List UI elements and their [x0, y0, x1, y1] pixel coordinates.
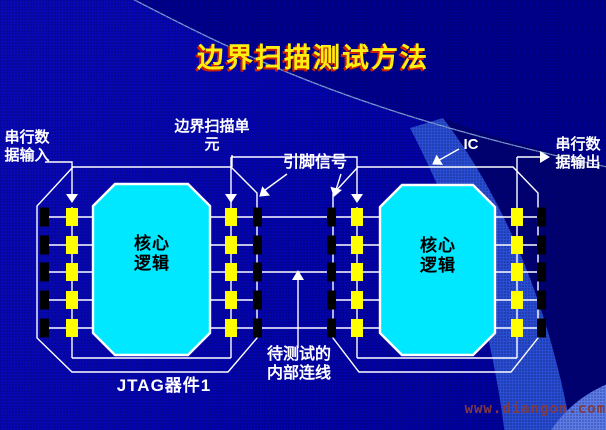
- under-test-line2: 内部连线: [266, 364, 331, 382]
- arrow-into-ic1-left-cell: [66, 194, 78, 203]
- serial-data-in-line2: 据输入: [4, 146, 50, 164]
- jtag-device-label: JTAG器件1: [116, 376, 212, 395]
- watermark: www.diangon.com: [464, 401, 606, 417]
- boundary-scan-cell: [225, 208, 237, 226]
- ic-pin: [253, 262, 262, 282]
- arrow-into-ic2-left-cell: [351, 194, 363, 203]
- boundary-scan-cell: [511, 291, 523, 309]
- ic-pin: [537, 290, 546, 310]
- ic-pin: [327, 235, 336, 255]
- boundary-scan-cell: [351, 319, 363, 337]
- pin-signal-label: 引脚信号: [282, 154, 347, 171]
- serial-data-out-line1: 串行数: [555, 136, 601, 153]
- ic-pin: [40, 235, 49, 255]
- under-test-label: 待测试的 内部连线: [258, 346, 340, 384]
- ic-pin: [327, 318, 336, 338]
- ic1-core-line2: 逻辑: [134, 254, 170, 274]
- arrow-serial-out: [540, 151, 550, 163]
- serial-data-in-line1: 串行数: [4, 129, 50, 146]
- background-curve-line: [133, 0, 606, 168]
- ic-pin: [327, 262, 336, 282]
- boundary-scan-cell: [351, 291, 363, 309]
- boundary-scan-cell: [225, 263, 237, 281]
- boundary-scan-cell: [66, 208, 78, 226]
- ic-pin: [327, 207, 336, 227]
- ic1-core: [91, 182, 212, 357]
- boundary-scan-cell: [66, 291, 78, 309]
- under-test-line1: 待测试的: [266, 346, 331, 363]
- background-top-right-wedge: [134, 0, 606, 167]
- ic-pin: [253, 207, 262, 227]
- background-corner-patch: [551, 384, 606, 430]
- boundary-scan-cell: [511, 208, 523, 226]
- slide-title: 边界扫描测试方法: [197, 43, 429, 73]
- ic2-core-line1: 核心: [420, 236, 456, 255]
- serial-in-line: [45, 161, 73, 199]
- boundary-scan-cell: [66, 263, 78, 281]
- ic-pin: [537, 235, 546, 255]
- ic-pin: [537, 262, 546, 282]
- boundary-scan-cell: [225, 319, 237, 337]
- ic-pin: [253, 235, 262, 255]
- boundary-scan-cell-line1: 边界扫描单: [174, 118, 250, 135]
- ic-pin: [253, 318, 262, 338]
- ic-label: IC: [463, 136, 479, 153]
- boundary-scan-cell-label: 边界扫描单 元: [170, 118, 254, 153]
- serial-data-out-label: 串行数 据输出: [551, 136, 605, 171]
- boundary-scan-cell: [66, 319, 78, 337]
- serial-data-out-line2: 据输出: [555, 153, 601, 171]
- ic-pin: [40, 262, 49, 282]
- ic2-core-logic-label: 核心 逻辑: [393, 236, 483, 277]
- boundary-scan-cell: [351, 236, 363, 254]
- ic-pin: [40, 207, 49, 227]
- boundary-scan-cell: [511, 263, 523, 281]
- ic2-core-line2: 逻辑: [420, 256, 456, 276]
- ic1-to-ic2-chain-line: [231, 156, 358, 199]
- arrow-ic: [432, 154, 443, 165]
- ic-pin: [253, 290, 262, 310]
- boundary-scan-cell: [351, 263, 363, 281]
- boundary-scan-cell: [66, 236, 78, 254]
- arrow-pin-signal-2: [330, 186, 342, 197]
- arrow-pin-signal-1: [259, 186, 270, 197]
- ic-pin: [537, 318, 546, 338]
- boundary-scan-cell-line2: 元: [204, 135, 220, 153]
- boundary-scan-cell: [225, 291, 237, 309]
- serial-data-in-label: 串行数 据输入: [2, 129, 52, 164]
- arrow-under-test: [292, 270, 304, 280]
- ic1-package-outline: [36, 166, 258, 373]
- ic1-core-line1: 核心: [134, 234, 170, 253]
- ic1-core-logic-label: 核心 逻辑: [107, 234, 197, 275]
- boundary-scan-cell: [351, 208, 363, 226]
- ic-pin: [537, 207, 546, 227]
- boundary-scan-cell: [511, 236, 523, 254]
- boundary-scan-cell: [511, 319, 523, 337]
- pin-signal-leader-1: [260, 173, 288, 194]
- background-dark-corner: [443, 118, 606, 430]
- ic-pin: [40, 318, 49, 338]
- boundary-scan-cell: [225, 236, 237, 254]
- ic2-core: [378, 183, 497, 357]
- ic-pin: [40, 290, 49, 310]
- arrow-into-ic1-right-cell: [225, 194, 237, 203]
- ic-pin: [327, 290, 336, 310]
